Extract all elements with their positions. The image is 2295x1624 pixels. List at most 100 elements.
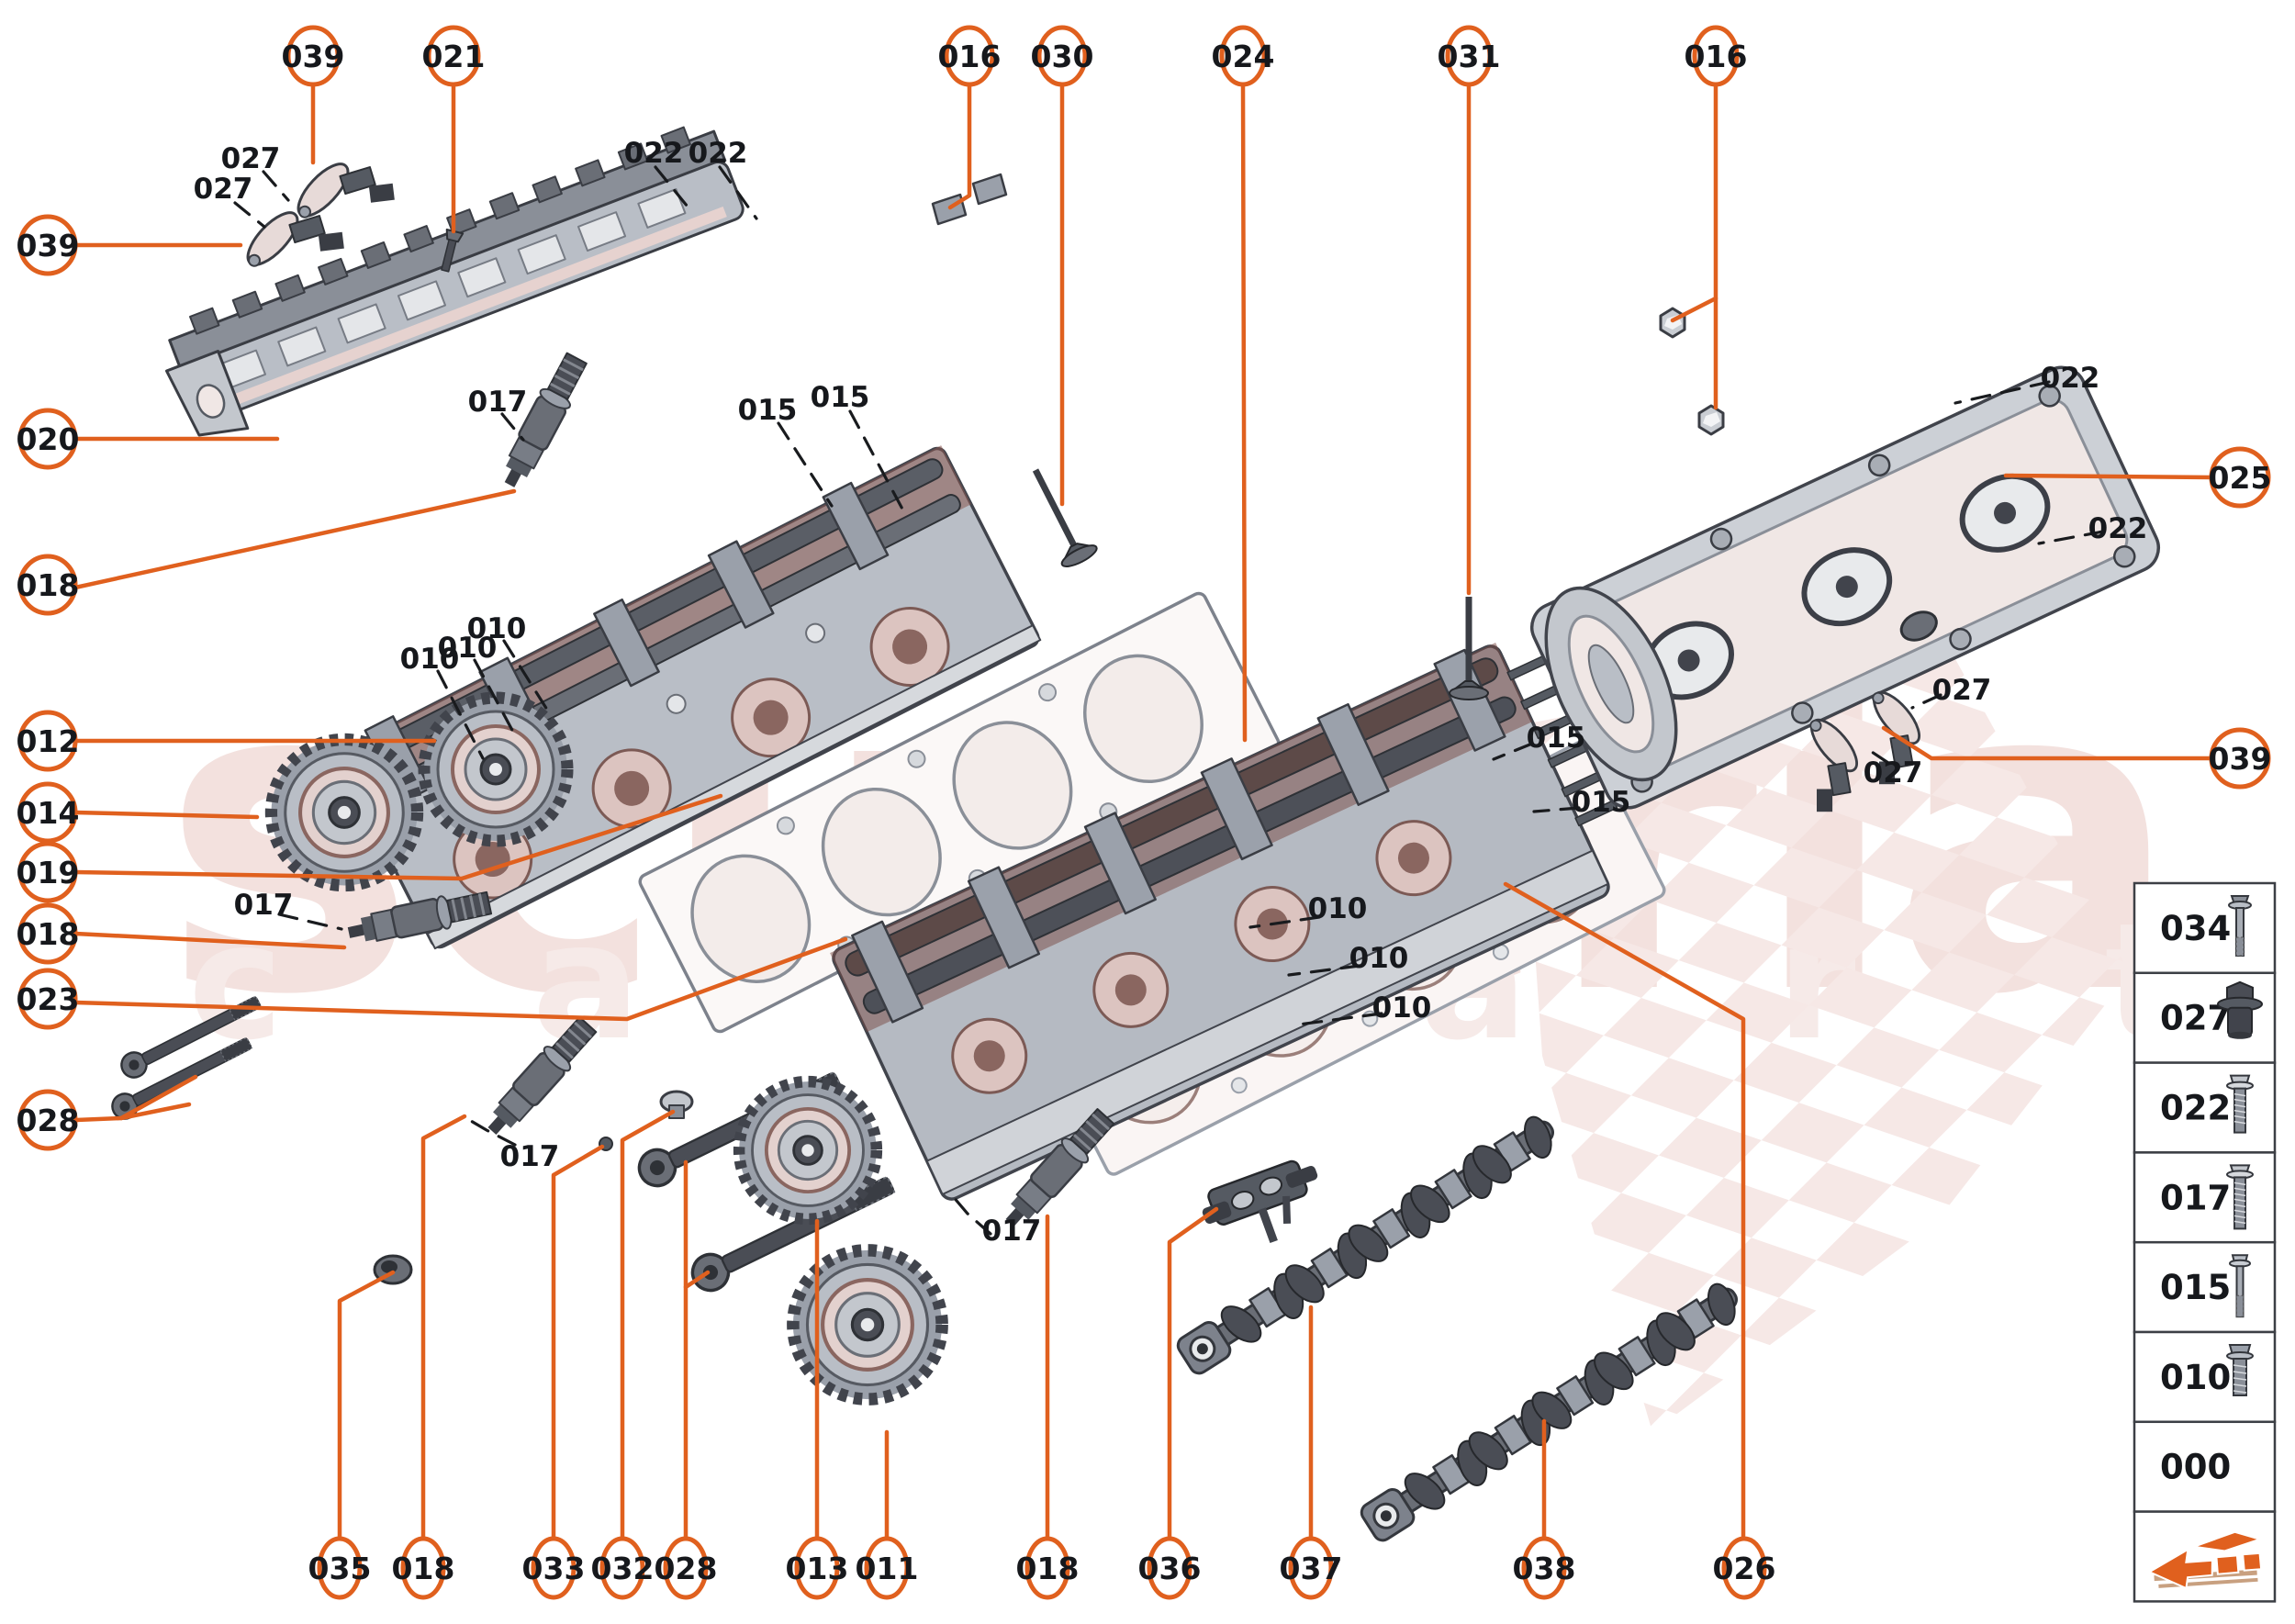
dashed-reference-lines (233, 165, 2105, 1236)
leader-line-028-left-b (118, 1102, 192, 1121)
callout-number: 028 (655, 1551, 718, 1586)
callout-018[interactable]: 018 (1016, 1536, 1080, 1600)
callout-number: 039 (2209, 741, 2272, 777)
dashed-line (950, 1193, 992, 1236)
leader-line-039-right (1881, 725, 2214, 761)
dashed-line (1954, 380, 2051, 405)
callout-012[interactable]: 012 (17, 710, 80, 772)
callout-038[interactable]: 038 (1513, 1536, 1576, 1600)
callout-018[interactable]: 018 (392, 1536, 455, 1600)
parts-artwork (106, 126, 2160, 1551)
part-label-017: 017 (982, 1215, 1042, 1248)
callout-025[interactable]: 025 (2209, 446, 2272, 509)
callout-number: 023 (17, 981, 80, 1017)
callout-013[interactable]: 013 (786, 1536, 849, 1600)
callout-039[interactable]: 039 (17, 214, 80, 276)
callout-number: 032 (591, 1551, 655, 1586)
dashed-line (233, 201, 266, 229)
part-label-015: 015 (1527, 722, 1586, 755)
dashed-line (277, 913, 343, 931)
legend-row-000[interactable] (2133, 1420, 2277, 1513)
part-label-022: 022 (2088, 512, 2148, 545)
callout-028[interactable]: 028 (655, 1536, 718, 1600)
callout-018[interactable]: 018 (17, 554, 80, 616)
callout-039[interactable]: 039 (2209, 727, 2272, 790)
dashed-line (262, 170, 290, 202)
callout-number: 028 (17, 1103, 80, 1138)
vvt-gear-012 (424, 698, 567, 841)
part-label-027: 027 (1864, 756, 1923, 790)
dashed-line (777, 421, 834, 508)
callout-011[interactable]: 011 (856, 1536, 919, 1600)
part-label-027: 027 (1932, 674, 1992, 707)
callout-number: 021 (422, 39, 486, 74)
dashed-line (1290, 1012, 1383, 1027)
callout-031[interactable]: 031 (1438, 25, 1501, 87)
callout-028[interactable]: 028 (17, 1089, 80, 1151)
callout-number: 019 (17, 855, 80, 890)
part-label-027: 027 (221, 142, 281, 175)
dashed-line (718, 165, 758, 220)
leader-line-018-b (73, 931, 347, 950)
camshaft-038 (1353, 1271, 1752, 1551)
part-label-022: 022 (688, 137, 748, 170)
dashed-line (1248, 915, 1321, 929)
callout-032[interactable]: 032 (591, 1536, 655, 1600)
callout-016[interactable]: 016 (938, 25, 1002, 87)
callout-number: 039 (17, 228, 80, 263)
part-label-010: 010 (438, 632, 498, 665)
callout-number: 035 (308, 1551, 372, 1586)
checker-flag-watermark (1519, 643, 2130, 1432)
callout-036[interactable]: 036 (1138, 1536, 1202, 1600)
dashed-line (1910, 693, 1942, 710)
callout-039[interactable]: 039 (282, 25, 345, 87)
legend-number: 022 (2160, 1089, 2231, 1128)
callout-024[interactable]: 024 (1212, 25, 1275, 87)
callout-014[interactable]: 014 (17, 781, 80, 844)
part-label-010: 010 (1372, 991, 1432, 1025)
dashed-line (654, 165, 693, 213)
callout-019[interactable]: 019 (17, 841, 80, 903)
callout-037[interactable]: 037 (1280, 1536, 1343, 1600)
part-label-022: 022 (2041, 362, 2100, 395)
legend-row-017[interactable] (2133, 1151, 2277, 1244)
callout-number: 013 (786, 1551, 849, 1586)
leader-line-035 (337, 1270, 396, 1541)
legend-row-015[interactable] (2133, 1240, 2277, 1334)
part-label-017: 017 (468, 386, 528, 419)
legend-row-010[interactable] (2133, 1330, 2277, 1424)
callout-023[interactable]: 023 (17, 968, 80, 1030)
dashed-line (1532, 806, 1581, 813)
callout-016[interactable]: 016 (1685, 25, 1748, 87)
camshaft-037 (1170, 1103, 1568, 1384)
legend-row-022[interactable] (2133, 1061, 2277, 1154)
leader-line-036 (1167, 1206, 1219, 1541)
callout-030[interactable]: 030 (1031, 25, 1094, 87)
callout-number: 039 (282, 39, 345, 74)
legend-number: 010 (2160, 1358, 2231, 1397)
leader-line-016-top (947, 82, 972, 210)
callout-number: 024 (1212, 39, 1275, 74)
callout-035[interactable]: 035 (308, 1536, 372, 1600)
leader-line-014 (73, 810, 260, 820)
vvt-gear-014 (271, 739, 417, 885)
callout-021[interactable]: 021 (422, 25, 486, 87)
legend-number: 015 (2160, 1268, 2231, 1307)
leader-line-025 (2003, 473, 2214, 480)
callout-bubbles: 039 021 016 030 024 031 016 039 020 018 012 014 019 0… (17, 25, 2272, 1600)
callout-number: 011 (856, 1551, 919, 1586)
leader-line-024 (1240, 82, 1248, 743)
callout-020[interactable]: 020 (17, 408, 80, 470)
callout-033[interactable]: 033 (522, 1536, 586, 1600)
part-label-010: 010 (1308, 892, 1368, 925)
dashed-line (436, 669, 485, 760)
callout-number: 018 (392, 1551, 455, 1586)
legend-number: 017 (2160, 1178, 2231, 1217)
part-label-010: 010 (1349, 942, 1409, 975)
dashed-line (1287, 964, 1361, 977)
part-label-017: 017 (234, 889, 294, 922)
callout-number: 014 (17, 795, 80, 831)
callout-026[interactable]: 026 (1713, 1536, 1776, 1600)
callout-018[interactable]: 018 (17, 902, 80, 965)
